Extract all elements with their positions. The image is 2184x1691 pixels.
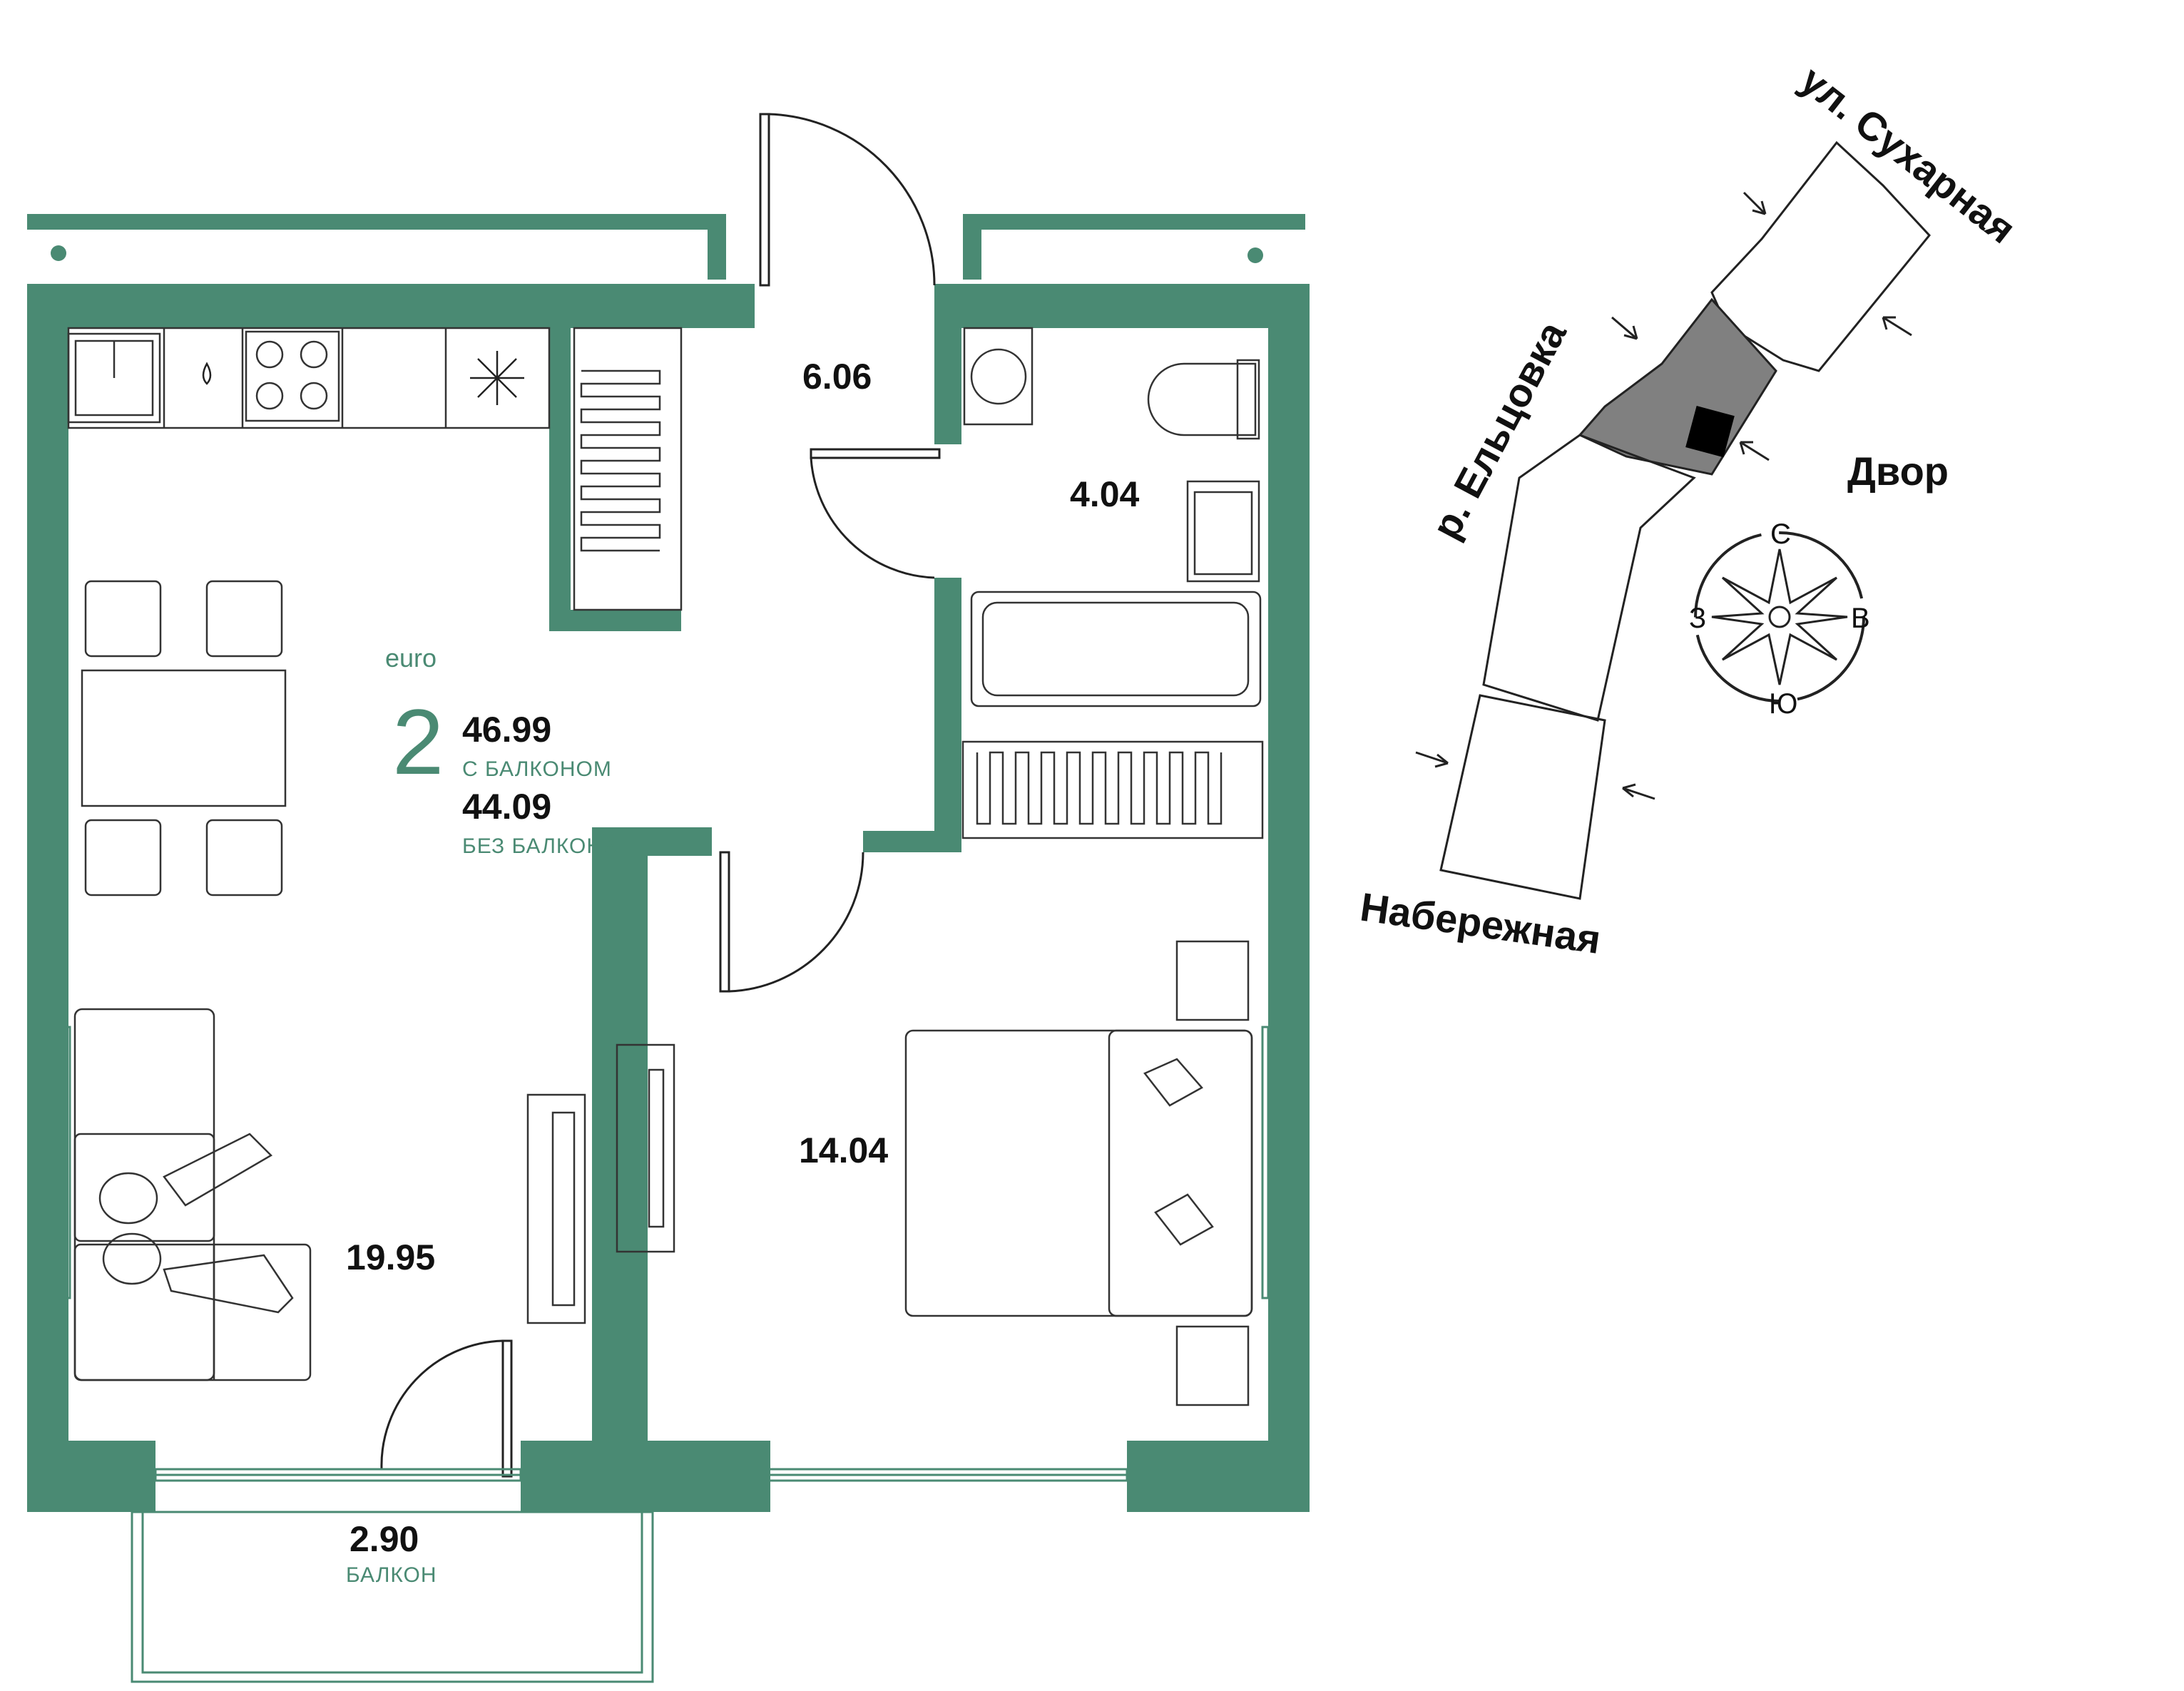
living-kitchen-area: 19.95: [346, 1237, 435, 1277]
arrow-3: [1882, 316, 1912, 337]
windows: [63, 1026, 1270, 1482]
apartment-type-label: euro: [385, 643, 437, 673]
without-balcony-label: БЕЗ БАЛКОНА: [462, 834, 618, 858]
courtyard-label: Двор: [1847, 449, 1949, 494]
compass-west: З: [1689, 603, 1706, 634]
tv-bedroom: [616, 1043, 675, 1253]
walls: [27, 214, 1310, 1512]
building-north: [1710, 141, 1931, 372]
bathroom-area: 4.04: [1070, 474, 1140, 514]
apartment-marker: [1685, 406, 1735, 458]
river-label: р. Ельцовка: [1423, 314, 1575, 546]
balcony-label: БАЛКОН: [346, 1563, 437, 1587]
entrance-door: [759, 113, 936, 287]
arrow-2: [1611, 316, 1638, 340]
compass-south: Ю: [1769, 688, 1797, 720]
kitchen-counter: [67, 327, 551, 429]
balcony-outline: [131, 1511, 654, 1683]
compass-north: С: [1770, 518, 1791, 550]
hallway-area: 6.06: [802, 357, 872, 397]
bedroom-area: 14.04: [799, 1130, 888, 1170]
facade-dot-left: [51, 245, 66, 261]
balcony-door: [380, 1339, 513, 1478]
compass-east: В: [1851, 603, 1870, 634]
bathroom-door: [810, 448, 941, 579]
sofa: [73, 1008, 312, 1381]
arrow-6: [1622, 783, 1655, 800]
wardrobe: [573, 327, 683, 611]
compass: С Ю З В: [1689, 518, 1870, 720]
bed: [904, 940, 1253, 1406]
area-with-balcony: 46.99: [462, 710, 551, 750]
building-south: [1439, 694, 1606, 900]
facade-dot-right: [1247, 247, 1263, 263]
building-current: [1578, 297, 1777, 476]
arrow-4: [1739, 441, 1770, 461]
bathroom-fixtures: [963, 327, 1262, 707]
with-balcony-label: С БАЛКОНОМ: [462, 757, 612, 781]
site-map: ул. Сухарная р. Ельцовка Двор Набережная: [1357, 57, 2024, 962]
bedroom-radiator: [961, 740, 1264, 839]
dining-set: [81, 580, 287, 896]
compass-rose-icon: [1711, 548, 1848, 685]
arrow-1: [1742, 191, 1767, 215]
balcony-area: 2.90: [349, 1519, 419, 1559]
arrow-5: [1415, 751, 1449, 768]
building-wing: [1482, 434, 1696, 722]
bedroom-door: [719, 851, 864, 993]
tv-living: [526, 1093, 586, 1324]
area-without-balcony: 44.09: [462, 787, 551, 827]
room-count: 2: [392, 690, 444, 794]
